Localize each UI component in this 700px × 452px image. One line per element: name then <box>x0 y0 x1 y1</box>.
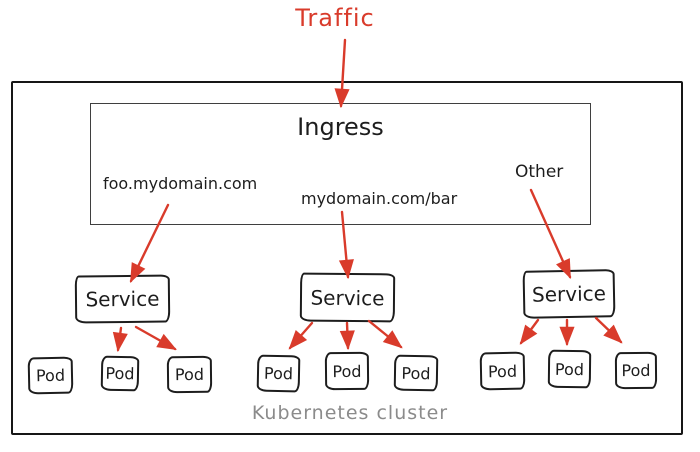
pod-box-3-1: Pod <box>479 351 526 391</box>
ingress-rule-foo: foo.mydomain.com <box>103 174 258 193</box>
pod-box-1-2: Pod <box>100 355 140 392</box>
service-box-3: Service <box>522 269 616 319</box>
cluster-label: Kubernetes cluster <box>251 402 449 424</box>
pod-box-2-1: Pod <box>256 354 301 393</box>
ingress-title: Ingress <box>297 113 384 141</box>
pod-box-3-3: Pod <box>614 351 658 390</box>
pod-box-3-2: Pod <box>547 349 592 389</box>
pod-box-1-3: Pod <box>166 355 213 394</box>
ingress-rule-other: Other <box>515 162 564 182</box>
ingress-rule-bar: mydomain.com/bar <box>301 189 458 208</box>
traffic-label: Traffic <box>295 4 375 32</box>
pod-box-1-1: Pod <box>27 356 74 395</box>
service-box-1: Service <box>74 274 171 324</box>
ingress-box: Ingress foo.mydomain.com mydomain.com/ba… <box>90 103 591 225</box>
pod-box-2-3: Pod <box>393 354 439 392</box>
service-box-2: Service <box>299 272 396 323</box>
pod-box-2-2: Pod <box>324 351 370 391</box>
cluster-boundary-box <box>11 81 683 435</box>
